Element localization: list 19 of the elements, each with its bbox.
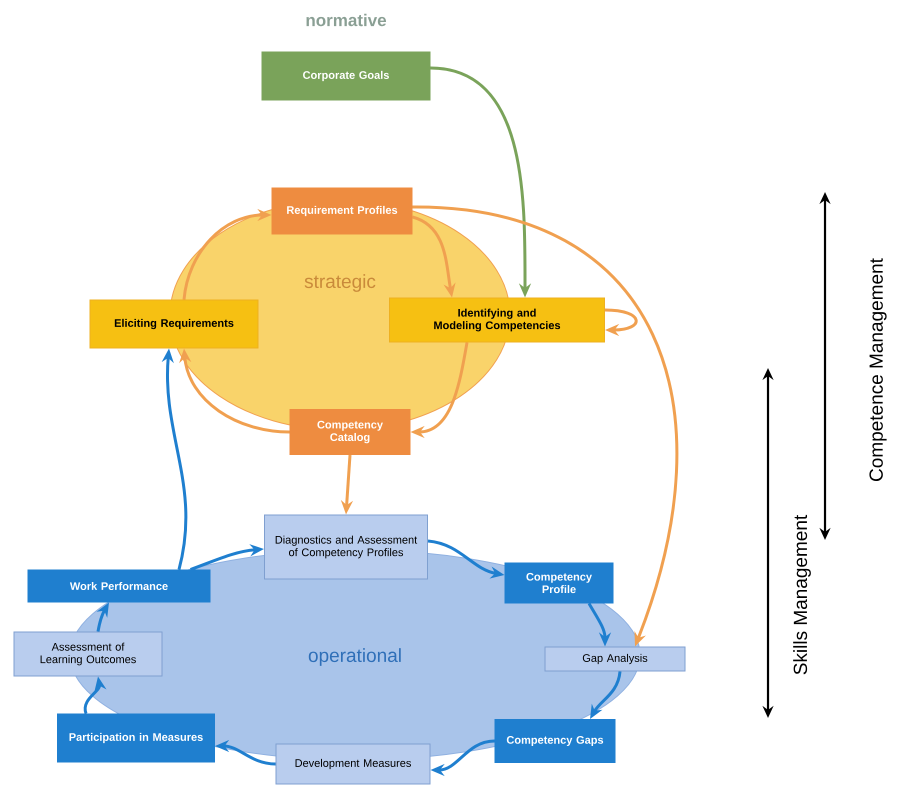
process-box: Diagnostics and Assessment of Competency Profiles xyxy=(264,514,428,580)
process-box: Assessment of Learning Outcomes xyxy=(14,632,162,676)
level-label: operational xyxy=(308,648,401,666)
arrow xyxy=(604,308,638,336)
process-box: Gap Analysis xyxy=(544,646,686,672)
process-box: Identifying and Modeling Competencies xyxy=(389,298,605,342)
level-label: normative xyxy=(306,14,386,26)
process-box: Competency Profile xyxy=(504,562,614,604)
process-box: Competency Catalog xyxy=(290,409,410,455)
range-label: Skills Management xyxy=(793,514,811,674)
process-box: Work Performance xyxy=(28,570,210,602)
level-label: strategic xyxy=(304,274,376,292)
process-box: Participation in Measures xyxy=(57,714,215,762)
goal-box: Corporate Goals xyxy=(262,52,430,100)
process-box: Development Measures xyxy=(276,744,430,784)
process-box: Requirement Profiles xyxy=(272,188,412,234)
range-label: Competence Management xyxy=(869,258,887,481)
process-box: Competency Gaps xyxy=(494,719,616,763)
process-box: Eliciting Requirements xyxy=(90,300,258,348)
